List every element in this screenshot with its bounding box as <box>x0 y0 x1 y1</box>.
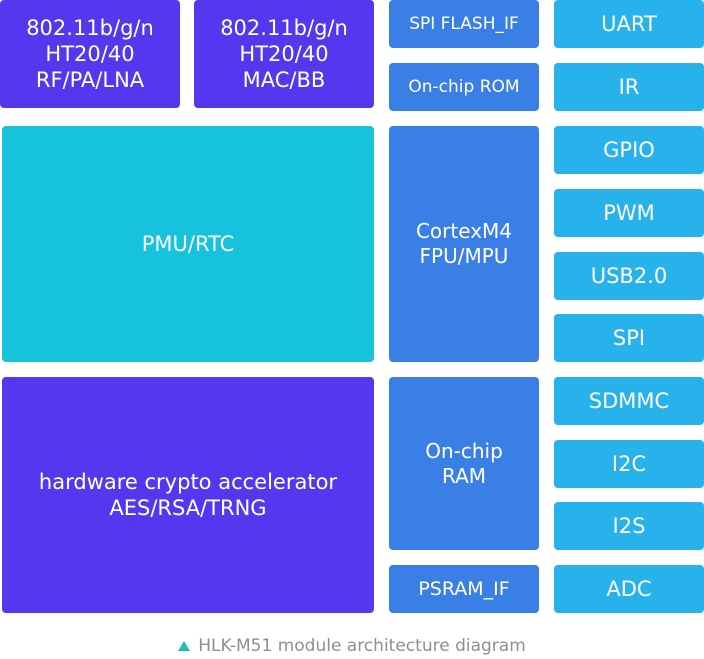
mac-bb-block: 802.11b/g/n HT20/40 MAC/BB <box>194 0 374 108</box>
pmu-rtc-block: PMU/RTC <box>2 126 374 362</box>
cpu-line-1: CortexM4 <box>415 219 513 243</box>
spi-flash-label: SPI FLASH_IF <box>409 14 519 34</box>
peripheral-label: ADC <box>606 577 652 601</box>
on-chip-ram-block: On-chip RAM <box>389 377 539 550</box>
mac-line-1: 802.11b/g/n <box>220 16 348 40</box>
psram-if-block: PSRAM_IF <box>389 565 539 613</box>
rf-line-1: 802.11b/g/n <box>26 16 154 40</box>
peripheral-label: I2S <box>612 514 646 538</box>
peripheral-pwm: PWM <box>554 189 704 237</box>
rf-line-2: HT20/40 <box>45 42 135 66</box>
cortex-m4-block: CortexM4 FPU/MPU <box>389 126 539 362</box>
peripheral-label: I2C <box>611 452 647 476</box>
crypto-accelerator-block: hardware crypto accelerator AES/RSA/TRNG <box>2 377 374 613</box>
caption-text: HLK-M51 module architecture diagram <box>198 636 526 656</box>
peripheral-spi: SPI <box>554 314 704 362</box>
triangle-marker-icon <box>178 641 191 651</box>
spi-flash-if-block: SPI FLASH_IF <box>389 0 539 48</box>
crypto-line-1: hardware crypto accelerator <box>38 470 338 494</box>
diagram-caption: HLK-M51 module architecture diagram <box>0 633 704 659</box>
peripheral-i2s: I2S <box>554 502 704 550</box>
rom-label: On-chip ROM <box>408 77 520 97</box>
peripheral-uart: UART <box>554 0 704 48</box>
rf-pa-lna-block: 802.11b/g/n HT20/40 RF/PA/LNA <box>0 0 180 108</box>
peripheral-usb: USB2.0 <box>554 252 704 300</box>
on-chip-rom-block: On-chip ROM <box>389 63 539 111</box>
peripheral-label: GPIO <box>603 138 655 162</box>
peripheral-ir: IR <box>554 63 704 111</box>
peripheral-label: SDMMC <box>588 389 670 413</box>
crypto-line-2: AES/RSA/TRNG <box>109 496 267 520</box>
peripheral-label: IR <box>618 75 640 99</box>
rf-line-3: RF/PA/LNA <box>35 68 145 92</box>
peripheral-adc: ADC <box>554 565 704 613</box>
peripheral-label: USB2.0 <box>590 264 668 288</box>
cpu-line-2: FPU/MPU <box>419 244 509 268</box>
peripheral-sdmmc: SDMMC <box>554 377 704 425</box>
peripheral-gpio: GPIO <box>554 126 704 174</box>
pmu-label: PMU/RTC <box>141 232 235 256</box>
peripheral-label: UART <box>601 12 657 36</box>
ram-line-2: RAM <box>441 463 487 488</box>
mac-line-3: MAC/BB <box>242 68 326 92</box>
mac-line-2: HT20/40 <box>239 42 329 66</box>
peripheral-label: SPI <box>612 326 646 350</box>
psram-label: PSRAM_IF <box>418 578 510 600</box>
peripheral-label: PWM <box>603 201 655 225</box>
peripheral-i2c: I2C <box>554 440 704 488</box>
ram-line-1: On-chip <box>425 438 503 463</box>
